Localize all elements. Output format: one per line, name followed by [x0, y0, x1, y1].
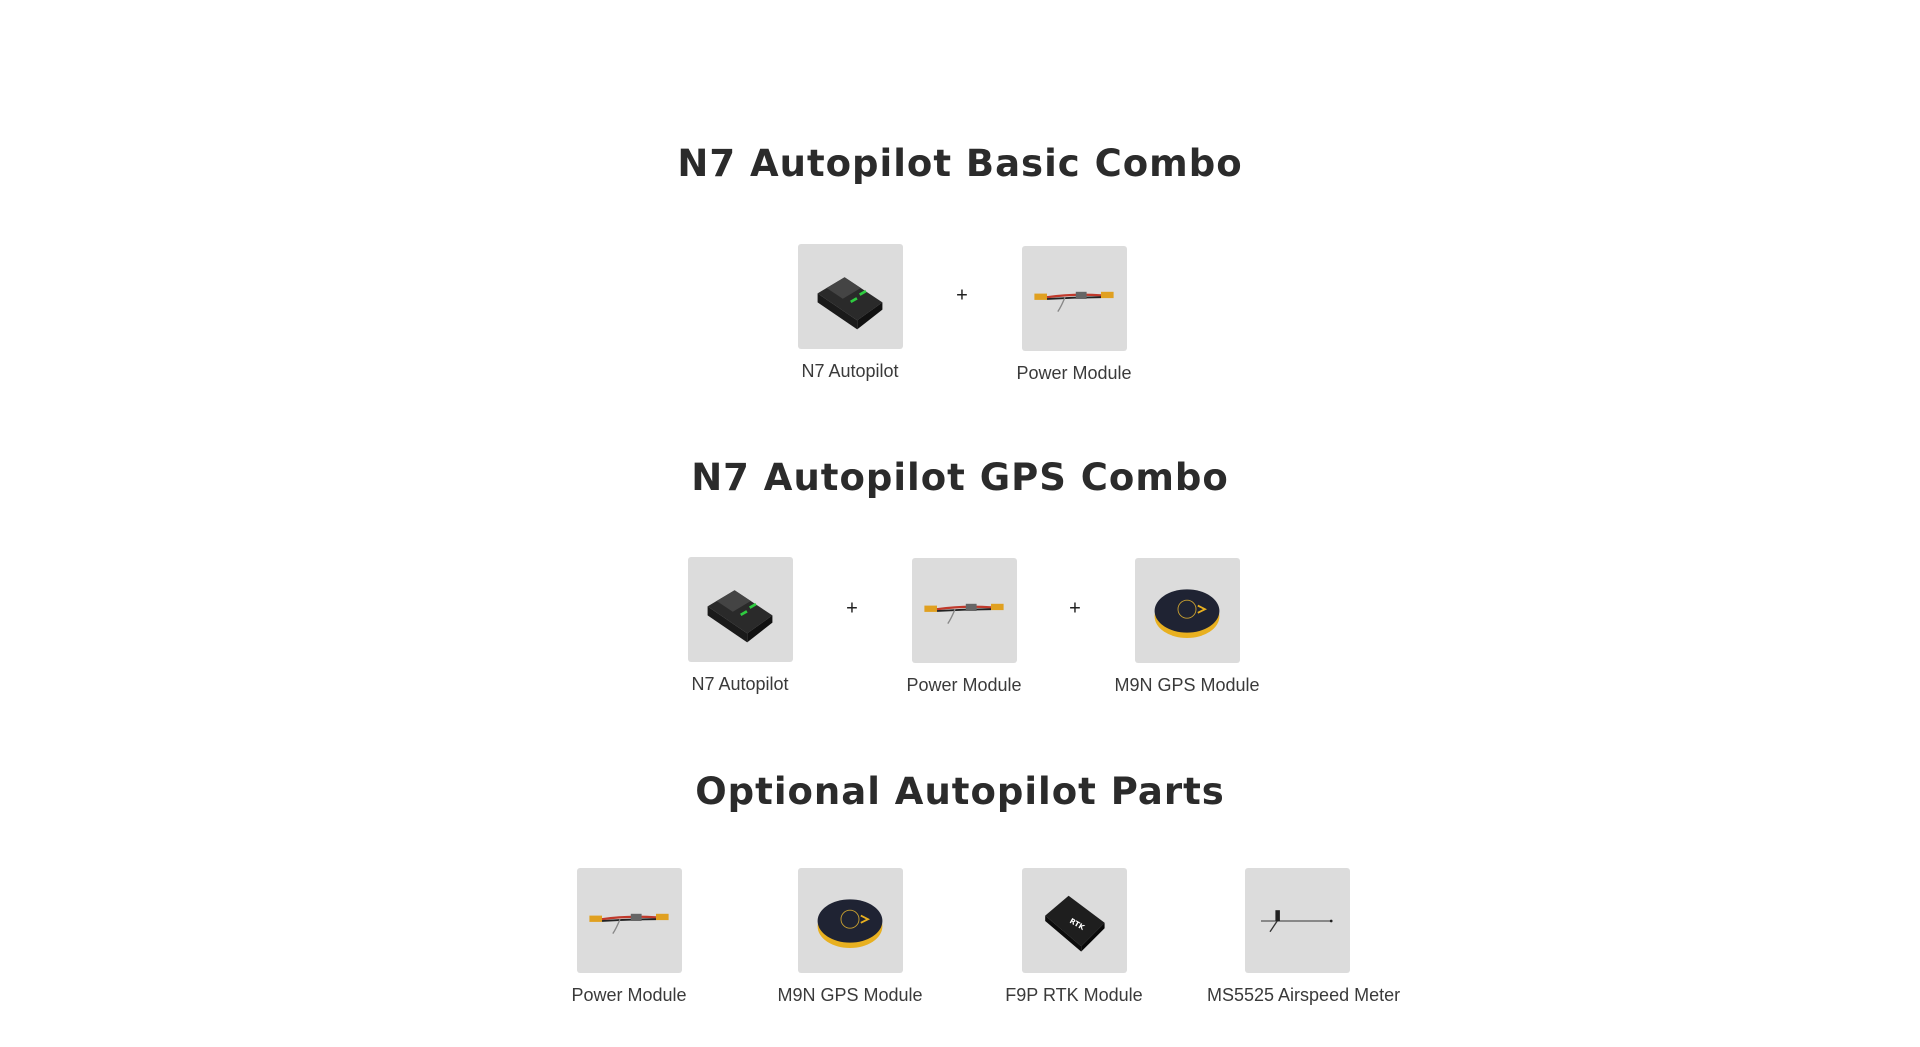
- product-n7-autopilot[interactable]: N7 Autopilot: [760, 244, 940, 382]
- rtk-module-icon: [1021, 868, 1127, 973]
- product-m9n-gps-module[interactable]: M9N GPS Module: [1097, 558, 1277, 696]
- product-power-module[interactable]: Power Module: [874, 558, 1054, 696]
- gps-module-icon: [797, 868, 903, 973]
- product-ms5525-airspeed-meter[interactable]: MS5525 Airspeed Meter: [1207, 868, 1401, 1006]
- product-label: F9P RTK Module: [1005, 985, 1143, 1005]
- product-label: Power Module: [1016, 363, 1132, 383]
- plus-separator: +: [846, 597, 858, 620]
- power-module-icon: [1021, 246, 1127, 351]
- plus-separator: +: [956, 284, 968, 307]
- autopilot-icon: [687, 557, 793, 662]
- autopilot-icon: [797, 244, 903, 349]
- section-title-gps-combo: N7 Autopilot GPS Combo: [691, 456, 1229, 499]
- plus-separator: +: [1069, 597, 1081, 620]
- power-module-icon: [576, 868, 682, 973]
- product-label: Power Module: [571, 985, 687, 1005]
- section-title-basic-combo: N7 Autopilot Basic Combo: [677, 142, 1243, 185]
- product-power-module[interactable]: Power Module: [984, 246, 1164, 384]
- power-module-icon: [911, 558, 1017, 663]
- product-label: M9N GPS Module: [1114, 675, 1260, 695]
- product-power-module[interactable]: Power Module: [539, 868, 719, 1006]
- product-label: MS5525 Airspeed Meter: [1207, 985, 1401, 1005]
- product-label: M9N GPS Module: [777, 985, 923, 1005]
- product-n7-autopilot[interactable]: N7 Autopilot: [650, 557, 830, 695]
- section-title-optional-parts: Optional Autopilot Parts: [695, 770, 1225, 813]
- product-m9n-gps-module[interactable]: M9N GPS Module: [760, 868, 940, 1006]
- product-f9p-rtk-module[interactable]: F9P RTK Module: [984, 868, 1164, 1006]
- product-label: Power Module: [906, 675, 1022, 695]
- airspeed-meter-icon: [1244, 868, 1350, 973]
- gps-module-icon: [1134, 558, 1240, 663]
- product-label: N7 Autopilot: [691, 674, 789, 694]
- product-label: N7 Autopilot: [801, 361, 899, 381]
